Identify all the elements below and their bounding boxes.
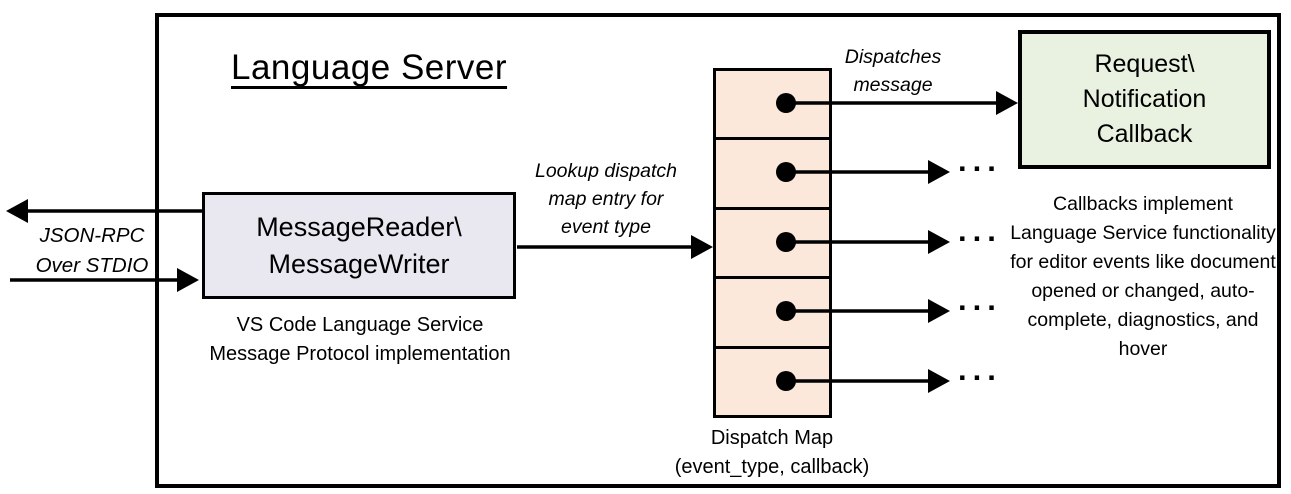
language-server-boundary <box>155 13 1281 488</box>
request-notification-callback-box: Request\ Notification Callback <box>1018 30 1271 169</box>
lookup-label-line3: event type <box>561 216 651 238</box>
message-box-caption: VS Code Language Service Message Protoco… <box>178 311 542 369</box>
ellipsis-row-2: ... <box>958 143 1002 178</box>
message-caption-line2: Message Protocol implementation <box>209 343 511 365</box>
dispatches-label-line2: message <box>853 74 933 96</box>
message-box-line2: MessageWriter <box>268 248 450 279</box>
callback-box-line2: Notification <box>1082 85 1207 113</box>
stdio-label-line1: JSON-RPC <box>39 224 145 247</box>
message-caption-line1: VS Code Language Service <box>236 314 484 336</box>
dispatch-map-cell <box>716 348 829 416</box>
dispatch-map-cell <box>716 71 829 141</box>
dispatch-map-cell <box>716 279 829 349</box>
dispatch-caption-line2: (event_type, callback) <box>674 456 870 478</box>
callback-box-line1: Request\ <box>1094 50 1195 78</box>
lookup-dispatch-label: Lookup dispatch map entry for event type <box>500 157 712 241</box>
stdio-out-arrowhead-icon <box>6 199 28 223</box>
dispatch-map-caption: Dispatch Map (event_type, callback) <box>640 424 904 482</box>
diagram-title: Language Server <box>231 48 508 87</box>
lookup-label-line1: Lookup dispatch <box>534 160 678 182</box>
lookup-label-line2: map entry for <box>548 188 664 210</box>
message-box-line1: MessageReader\ <box>256 211 462 242</box>
dispatch-map <box>713 68 832 418</box>
stdio-label: JSON-RPC Over STDIO <box>14 221 170 281</box>
callback-box-line3: Callback <box>1096 120 1193 148</box>
dispatch-caption-line1: Dispatch Map <box>710 427 834 449</box>
dispatches-message-label: Dispatches message <box>826 43 960 99</box>
dispatches-label-line1: Dispatches <box>844 46 942 68</box>
callbacks-note: Callbacks implement Language Service fun… <box>1010 193 1276 360</box>
message-reader-writer-box: MessageReader\ MessageWriter <box>202 192 516 299</box>
dispatch-map-cell <box>716 140 829 210</box>
ellipsis-row-5: ... <box>958 352 1002 387</box>
ellipsis-row-3: ... <box>958 213 1002 248</box>
ellipsis-row-4: ... <box>958 282 1002 317</box>
dispatch-map-cell <box>716 209 829 280</box>
stdio-label-line2: Over STDIO <box>35 254 149 277</box>
